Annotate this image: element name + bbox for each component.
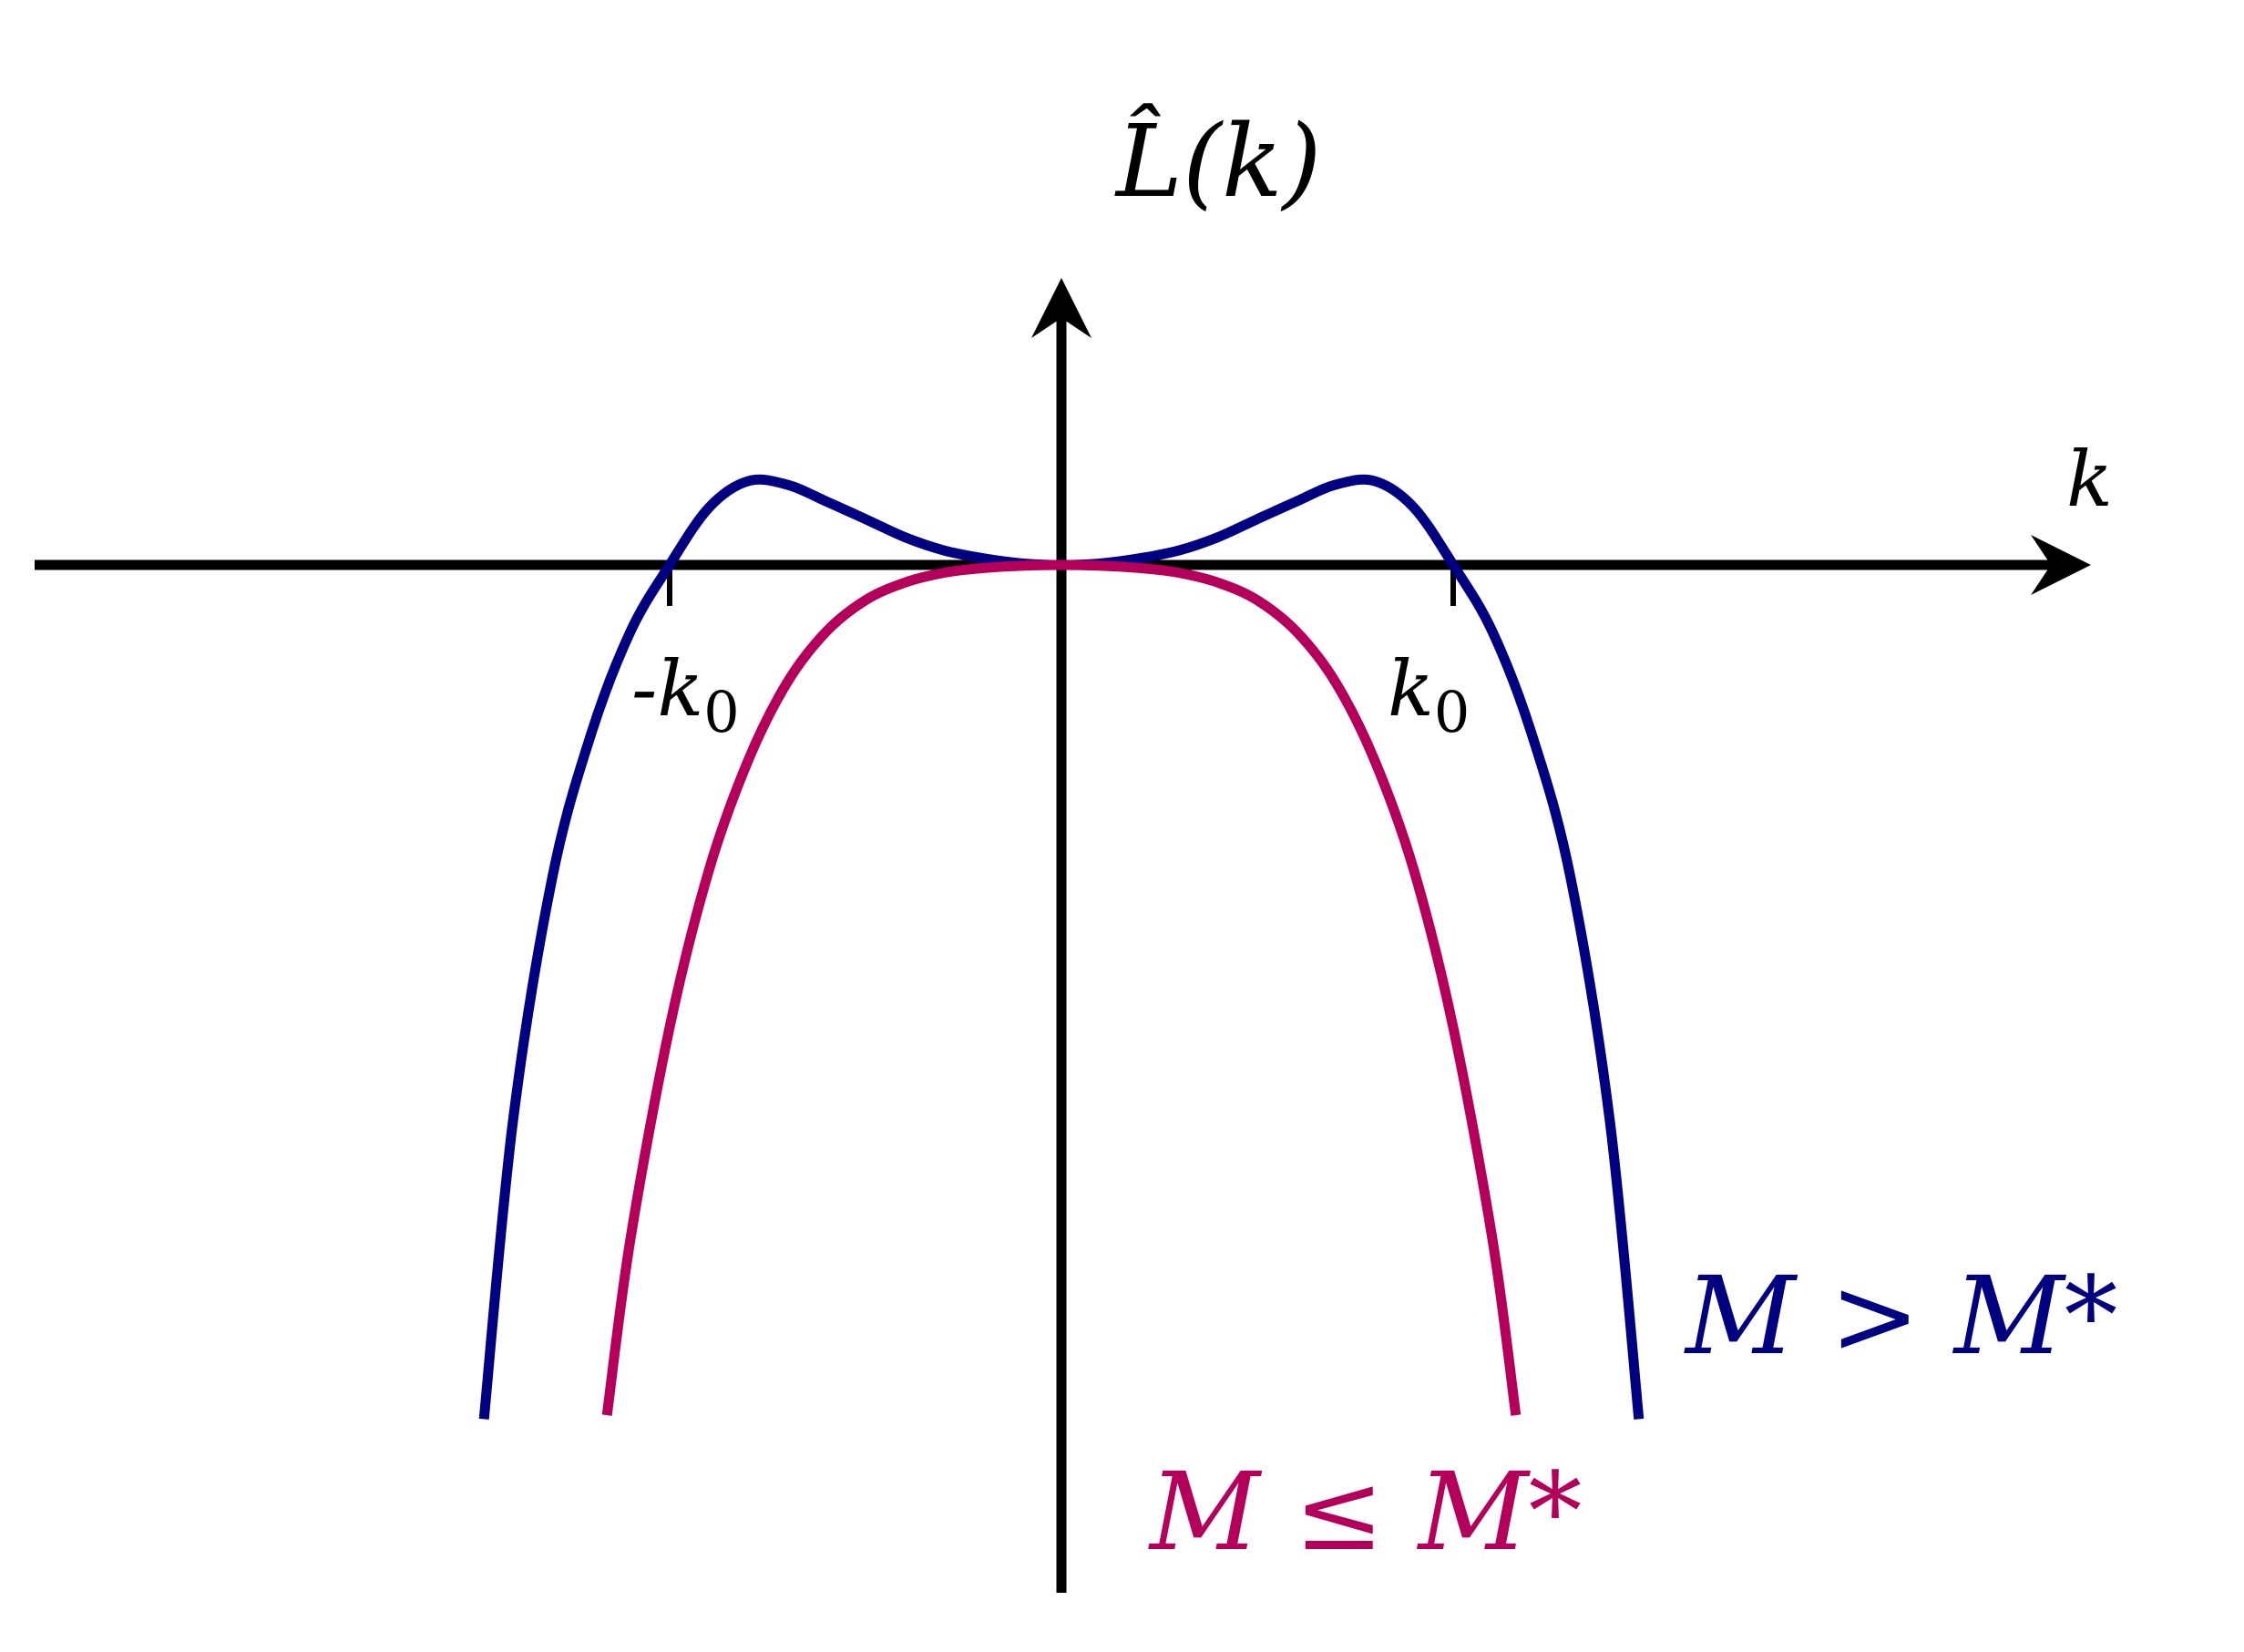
series-labels: M > M* M ≤ M* <box>1148 1253 2118 1575</box>
y-axis-label: L̂(k) <box>1114 102 1322 220</box>
y-axis-arrowhead <box>1031 278 1091 338</box>
series-layer <box>478 474 1645 1420</box>
series-label-m-greater: M > M* <box>1684 1253 2118 1379</box>
x-tick-label: k0 <box>1388 644 1470 745</box>
x-axis-label: k <box>2066 435 2113 524</box>
series-line-m-leq <box>601 559 1522 1416</box>
series-label-m-leq: M ≤ M* <box>1148 1449 1583 1575</box>
x-ticks: -k0 k0 <box>631 565 1470 745</box>
x-tick-label: -k0 <box>631 644 740 745</box>
x-axis-arrowhead <box>2031 535 2091 595</box>
